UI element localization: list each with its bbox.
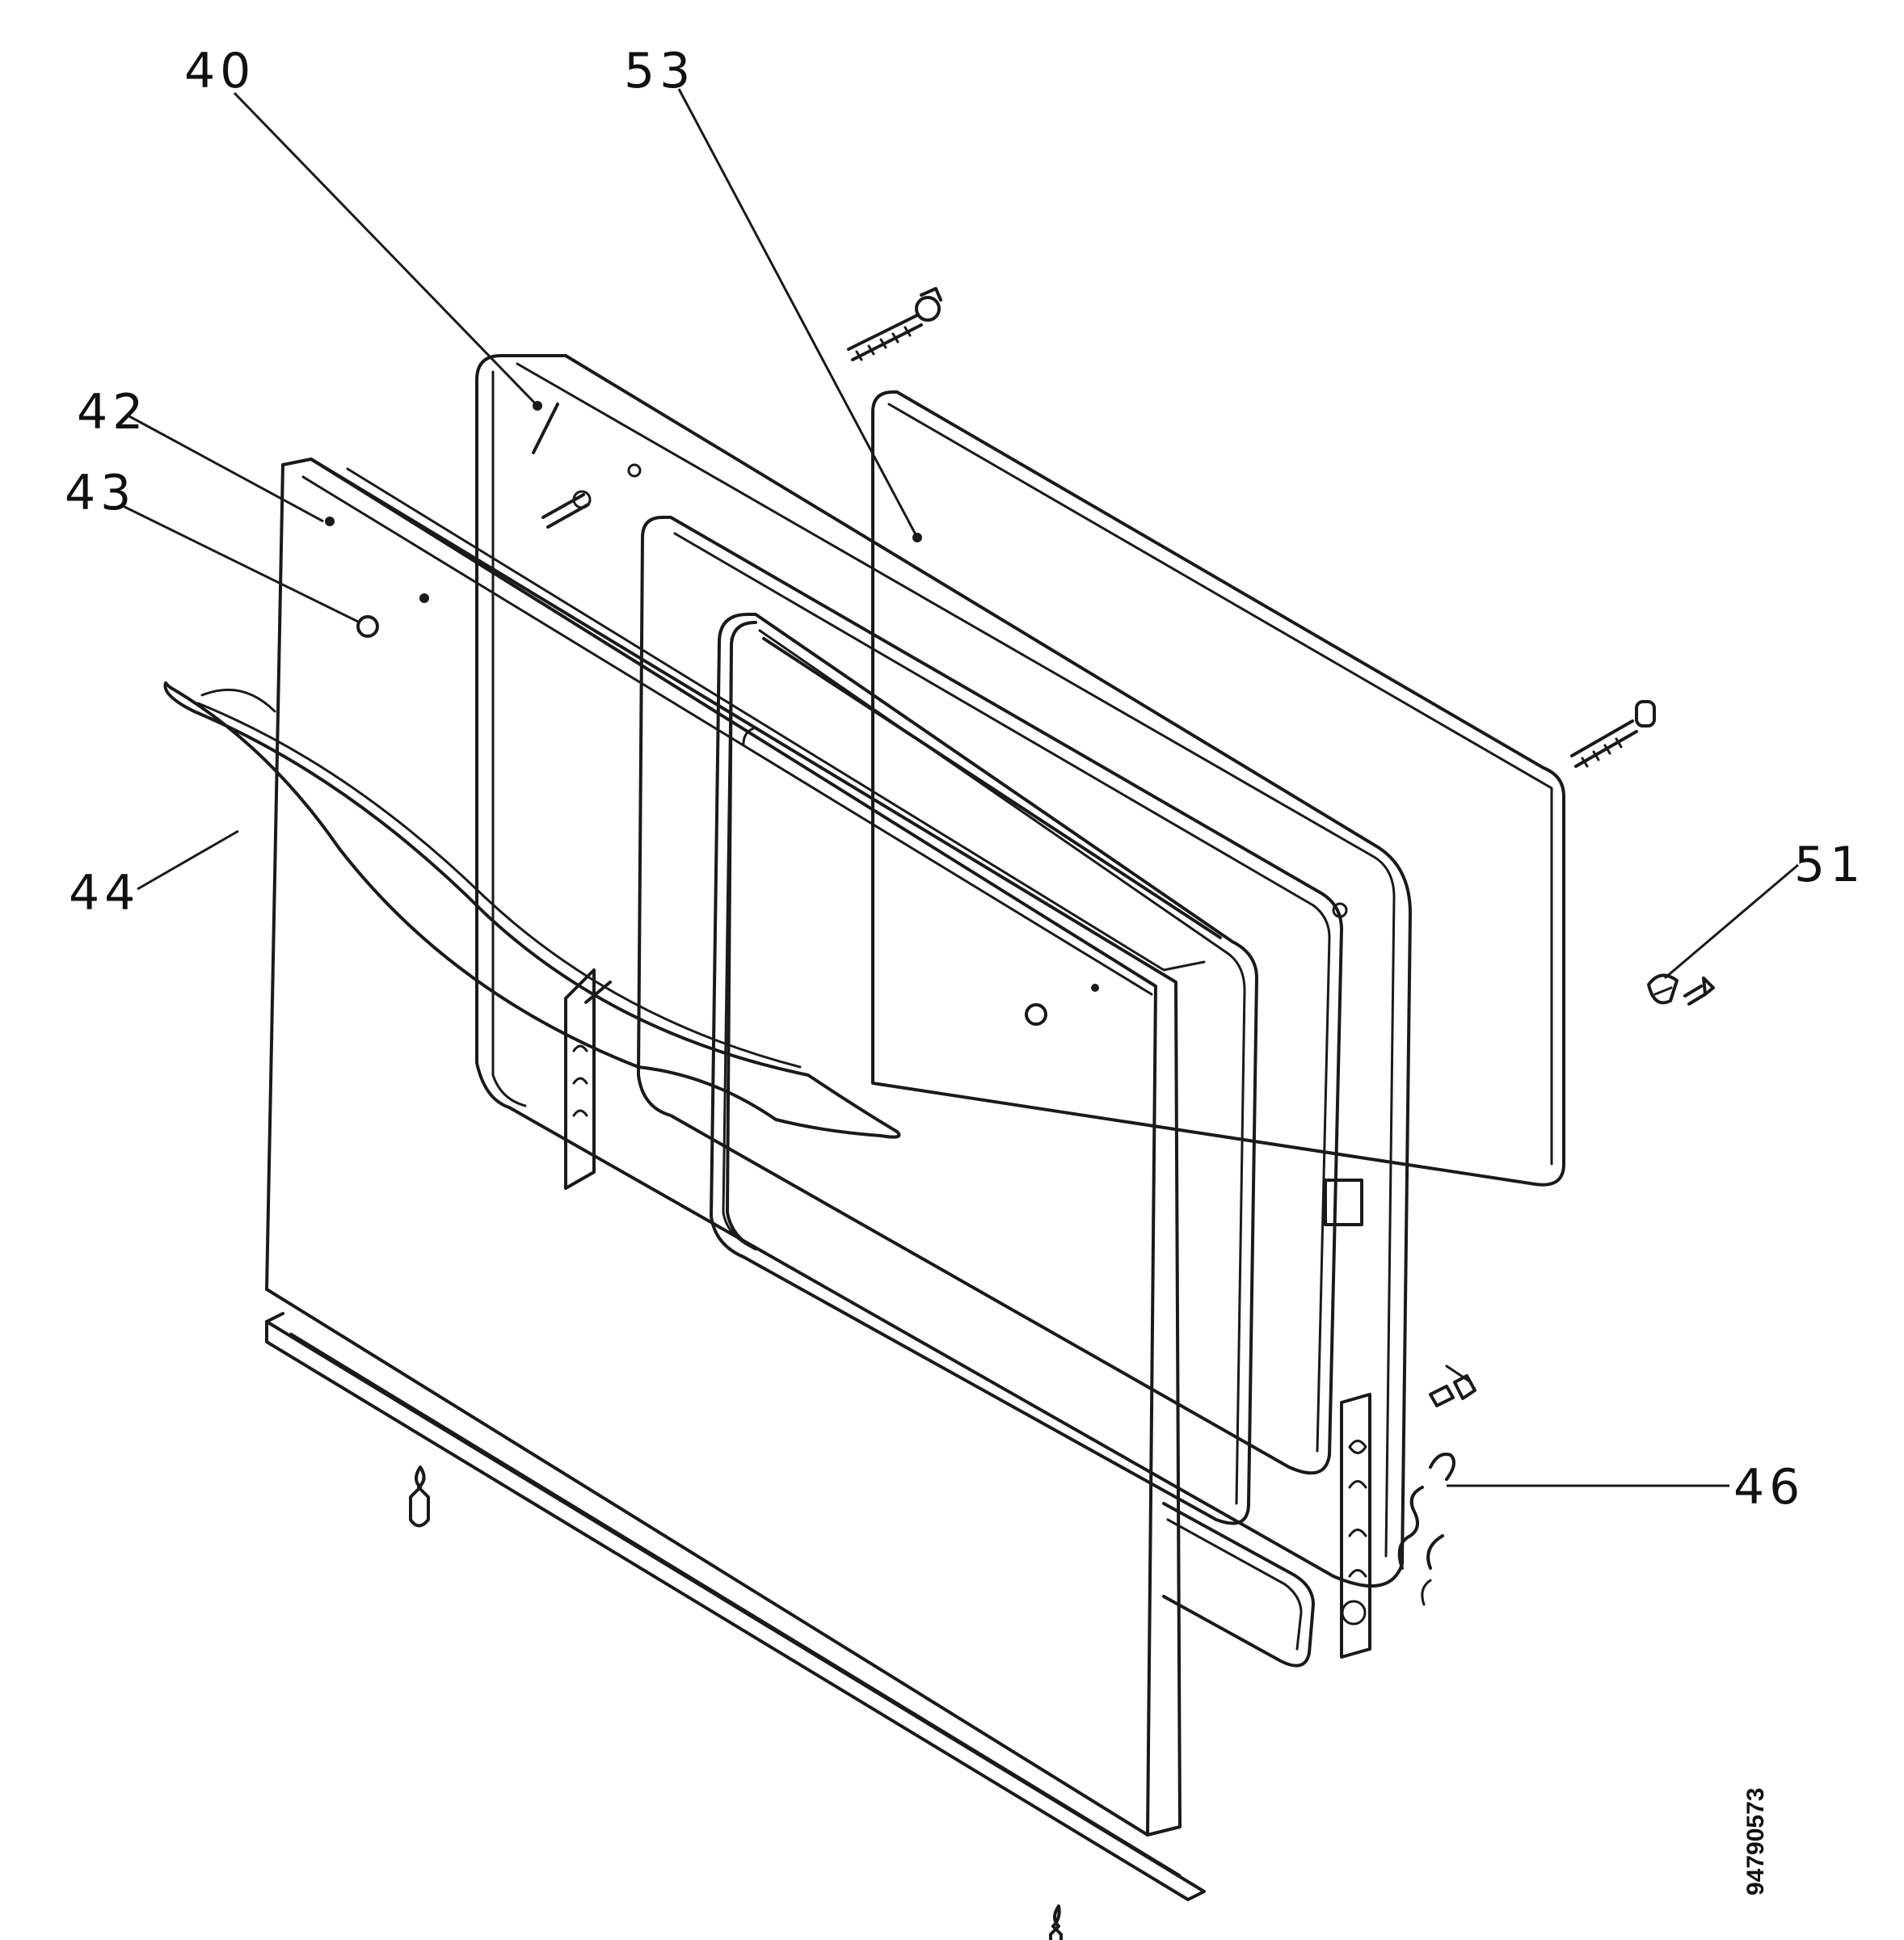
hinge-hook	[1397, 1453, 1455, 1606]
callout-46: 46	[1733, 1459, 1805, 1516]
drawing-code: 94790573	[1742, 1788, 1769, 1896]
outer-door-panel	[265, 458, 1222, 1837]
callout-51: 51	[1794, 837, 1865, 893]
screw-top	[847, 287, 942, 361]
callout-40: 40	[184, 43, 255, 99]
back-glass-panel	[871, 390, 1565, 1187]
screw-bottom-left	[409, 1466, 430, 1528]
door-frame	[475, 354, 1412, 1668]
callout-53: 53	[624, 43, 695, 99]
callout-44: 44	[69, 865, 140, 922]
bottom-trim	[265, 1312, 1206, 1901]
callout-43: 43	[65, 465, 136, 521]
screw-right	[1570, 700, 1656, 768]
wing-nut-screw	[1647, 973, 1715, 1006]
hinge-screw	[1429, 1364, 1476, 1407]
screw-bottom-right	[1049, 1904, 1063, 1940]
callout-42: 42	[77, 384, 148, 441]
leader-lines	[120, 88, 1799, 1487]
door-handle	[163, 681, 901, 1139]
